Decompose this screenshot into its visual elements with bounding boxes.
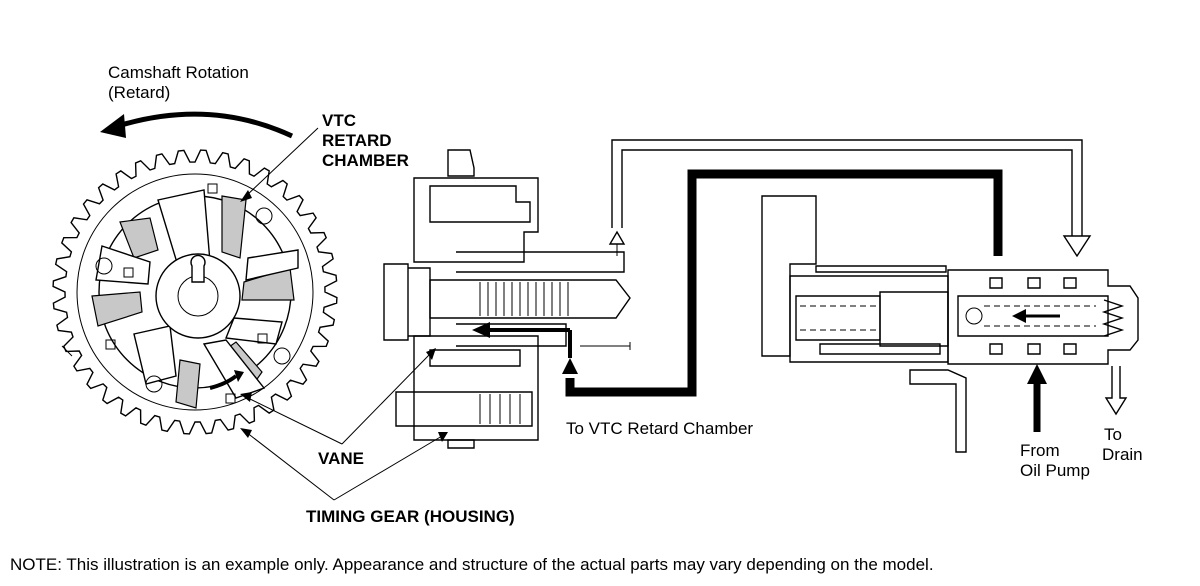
camshaft-rotation-label: Camshaft Rotation — [108, 63, 249, 82]
camshaft-rotation-arrow — [117, 111, 294, 139]
bolt-holes — [95, 183, 291, 404]
keyhole — [190, 254, 206, 283]
vtc-cross-section — [383, 149, 631, 449]
camshaft-rotation-sublabel: (Retard) — [108, 83, 170, 102]
drain-passage-outline — [611, 139, 1083, 236]
retard-oil-passage — [565, 169, 1003, 397]
to-drain-label-2: Drain — [1102, 445, 1143, 464]
vane-label: VANE — [318, 449, 364, 468]
leader-lines — [240, 127, 448, 501]
to-vtc-retard-chamber-label: To VTC Retard Chamber — [566, 419, 753, 438]
vtc-retard-chamber-label-2: RETARD — [322, 131, 392, 150]
from-oil-pump-label-2: Oil Pump — [1020, 461, 1090, 480]
drain-passage-arrow — [1062, 235, 1092, 258]
rotor-hub — [155, 253, 241, 339]
to-drain-label-1: To — [1104, 425, 1122, 444]
valve-spring — [1101, 299, 1125, 337]
timing-gear-label: TIMING GEAR (HOUSING) — [306, 507, 515, 526]
oil-control-valve — [761, 195, 1139, 453]
vane-rotation-arrow — [209, 374, 238, 390]
disclaimer-note: NOTE: This illustration is an example on… — [10, 555, 934, 574]
camshaft-threads — [479, 282, 569, 316]
timing-gear — [52, 149, 338, 435]
from-oil-pump-label-1: From — [1020, 441, 1060, 460]
gear-inner-ring — [76, 173, 314, 411]
drain-arrow — [1104, 366, 1128, 416]
rotor-vanes — [95, 189, 299, 399]
vtc-retard-chamber-label-1: VTC — [322, 111, 356, 130]
vtc-retard-chamber-label-3: CHAMBER — [322, 151, 409, 170]
